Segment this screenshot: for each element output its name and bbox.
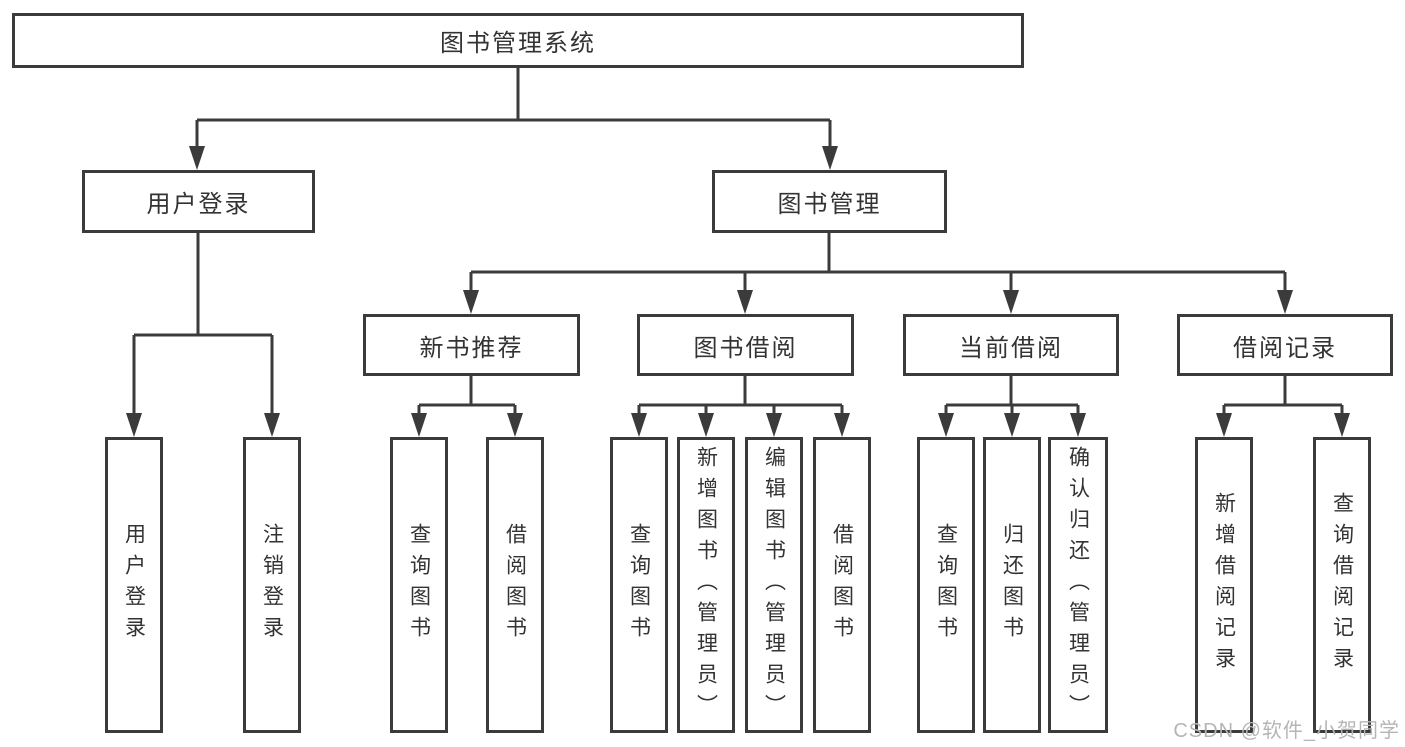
- arrow-down-icon: [766, 413, 782, 437]
- arrow-down-icon: [126, 413, 142, 437]
- leaf-query-books-recommend: 查询图书: [390, 437, 448, 733]
- arrow-down-icon: [631, 413, 647, 437]
- node-label: 确认归还（管理员）: [1066, 445, 1090, 725]
- leaf-confirm-return-admin: 确认归还（管理员）: [1048, 437, 1108, 733]
- node-label: 借阅图书: [830, 523, 854, 647]
- leaf-borrow-books-recommend: 借阅图书: [486, 437, 544, 733]
- connector-lines: [132, 68, 1344, 418]
- leaf-add-borrow-record: 新增借阅记录: [1195, 437, 1253, 733]
- connector-borrow-records: [1222, 376, 1344, 418]
- node-label: 查询图书: [934, 523, 958, 647]
- node-label: 查询借阅记录: [1330, 492, 1354, 678]
- node-label: 编辑图书（管理员）: [762, 445, 786, 725]
- arrow-down-icon: [737, 290, 753, 314]
- leaf-edit-books-admin: 编辑图书（管理员）: [745, 437, 803, 733]
- node-label: 用户登录: [122, 523, 146, 647]
- arrow-down-icon: [1070, 413, 1086, 437]
- leaf-logout: 注销登录: [243, 437, 301, 733]
- node-label: 图书管理: [777, 191, 882, 218]
- node-book-borrow: 图书借阅: [637, 314, 854, 376]
- arrow-down-icon: [264, 413, 280, 437]
- arrow-down-icon: [463, 290, 479, 314]
- leaf-return-books: 归还图书: [983, 437, 1041, 733]
- arrow-down-icon: [938, 413, 954, 437]
- node-label: 新书推荐: [419, 334, 524, 362]
- node-current-borrow: 当前借阅: [903, 314, 1119, 376]
- arrow-down-icon: [507, 413, 523, 437]
- node-label: 当前借阅: [959, 334, 1063, 362]
- leaf-user-login: 用户登录: [105, 437, 163, 733]
- connector-book-mgmt: [469, 233, 1287, 295]
- node-root-system: 图书管理系统: [12, 13, 1024, 68]
- connector-root: [195, 68, 832, 150]
- arrowheads: [126, 146, 1350, 437]
- node-label: 借阅记录: [1233, 334, 1337, 362]
- arrow-down-icon: [1216, 413, 1232, 437]
- node-label: 查询图书: [627, 523, 651, 647]
- node-label: 新增借阅记录: [1212, 492, 1236, 678]
- node-label: 用户登录: [146, 191, 251, 218]
- leaf-add-books-admin: 新增图书（管理员）: [677, 437, 735, 733]
- node-label: 图书管理系统: [440, 30, 596, 57]
- arrow-down-icon: [1334, 413, 1350, 437]
- arrow-down-icon: [1003, 290, 1019, 314]
- node-label: 注销登录: [260, 523, 284, 647]
- arrow-down-icon: [189, 146, 205, 170]
- node-label: 新增图书（管理员）: [694, 445, 718, 725]
- csdn-watermark: CSDN @软件_小贺同学: [1173, 720, 1400, 742]
- arrow-down-icon: [1277, 290, 1293, 314]
- connector-book-borrow: [637, 376, 844, 418]
- node-new-book-recommend: 新书推荐: [363, 314, 580, 376]
- leaf-query-books-borrow: 查询图书: [610, 437, 668, 733]
- node-label: 借阅图书: [503, 523, 527, 647]
- node-label: 图书借阅: [693, 334, 798, 362]
- arrow-down-icon: [822, 146, 838, 170]
- connector-current-borrow: [944, 376, 1080, 418]
- node-book-management: 图书管理: [712, 170, 947, 233]
- node-borrow-records: 借阅记录: [1177, 314, 1393, 376]
- node-user-login: 用户登录: [82, 170, 315, 233]
- connector-user-login: [132, 233, 274, 418]
- leaf-query-borrow-record: 查询借阅记录: [1313, 437, 1371, 733]
- node-label: 归还图书: [1000, 523, 1024, 647]
- leaf-query-books-current: 查询图书: [917, 437, 975, 733]
- node-label: 查询图书: [407, 523, 431, 647]
- leaf-borrow-books: 借阅图书: [813, 437, 871, 733]
- arrow-down-icon: [1004, 413, 1020, 437]
- arrow-down-icon: [698, 413, 714, 437]
- arrow-down-icon: [834, 413, 850, 437]
- arrow-down-icon: [411, 413, 427, 437]
- connector-new-book: [417, 376, 517, 418]
